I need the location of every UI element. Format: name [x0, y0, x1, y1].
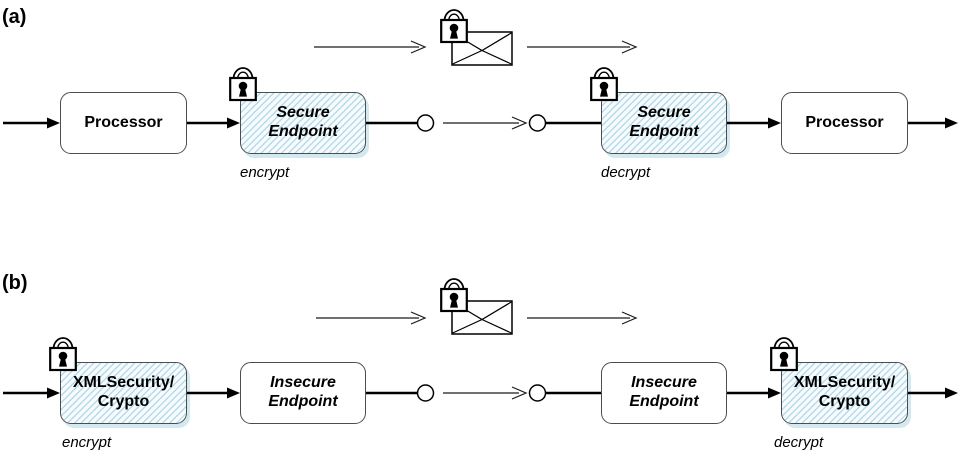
flow-arrow-in-a — [3, 117, 60, 129]
channel-arrow-a — [443, 116, 528, 130]
channel-port-left-b — [416, 384, 435, 402]
channel-port-left-a — [416, 114, 435, 132]
node-secure-endpoint-right: Secure Endpoint — [601, 92, 727, 154]
node-label-line2: Endpoint — [268, 393, 338, 410]
panel-a-label: (a) — [2, 6, 27, 28]
flow-arrow-out-b — [908, 387, 958, 399]
flow-arrow-crypto-to-insecure-b — [187, 387, 240, 399]
node-label: Processor — [84, 113, 163, 131]
padlock-icon — [440, 277, 468, 313]
flow-arrow-secure-to-processor-a — [727, 117, 781, 129]
node-label: Processor — [805, 113, 884, 131]
flow-arrow-out-a — [908, 117, 958, 129]
caption-decrypt-b: decrypt — [774, 434, 824, 451]
node-xmlsecurity-crypto-left: XMLSecurity/ Crypto — [60, 362, 187, 424]
node-label-line2: Endpoint — [629, 393, 699, 410]
node-label-line1: Secure — [637, 104, 691, 122]
channel-arrow-b — [443, 386, 528, 400]
node-label-line2: Crypto — [97, 393, 150, 410]
caption-encrypt-b: encrypt — [62, 434, 112, 451]
message-arrow-left-a — [314, 40, 427, 54]
node-insecure-endpoint-right: Insecure Endpoint — [601, 362, 727, 424]
node-label-line1: Insecure — [631, 374, 697, 392]
flow-arrow-processor-to-secure-a — [187, 117, 240, 129]
channel-port-right-b — [528, 384, 547, 402]
padlock-icon — [440, 8, 468, 44]
node-processor-out-a: Processor — [781, 92, 908, 154]
node-label-line1: XMLSecurity/ — [793, 374, 896, 392]
node-label-line2: Crypto — [818, 393, 871, 410]
node-label-line1: Insecure — [270, 374, 336, 392]
node-processor-in-a: Processor — [60, 92, 187, 154]
message-arrow-right-b — [527, 311, 638, 325]
flow-arrow-insecure-to-crypto-b — [727, 387, 781, 399]
flow-arrow-in-b — [3, 387, 60, 399]
channel-port-right-a — [528, 114, 547, 132]
node-label-line1: XMLSecurity/ — [72, 374, 175, 392]
panel-b-label: (b) — [2, 272, 28, 294]
node-label-line1: Secure — [276, 104, 330, 122]
message-arrow-left-b — [316, 311, 427, 325]
node-insecure-endpoint-left: Insecure Endpoint — [240, 362, 366, 424]
node-secure-endpoint-left: Secure Endpoint — [240, 92, 366, 154]
sealed-message-envelope-icon — [451, 300, 513, 335]
node-label-line2: Endpoint — [629, 123, 699, 140]
caption-encrypt-a: encrypt — [240, 164, 290, 181]
sealed-message-envelope-icon — [451, 31, 513, 66]
node-xmlsecurity-crypto-right: XMLSecurity/ Crypto — [781, 362, 908, 424]
caption-decrypt-a: decrypt — [601, 164, 651, 181]
node-label-line2: Endpoint — [268, 123, 338, 140]
message-arrow-right-a — [527, 40, 638, 54]
